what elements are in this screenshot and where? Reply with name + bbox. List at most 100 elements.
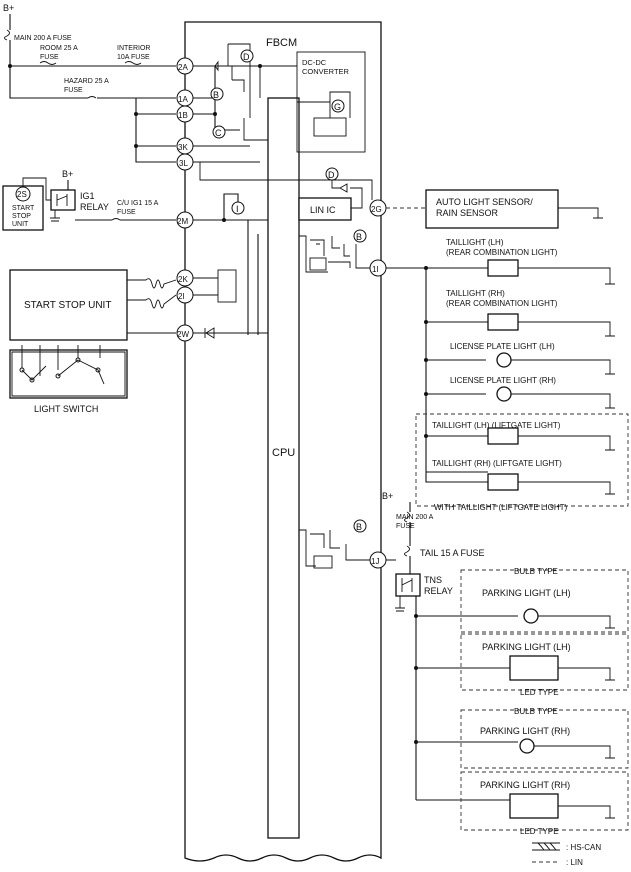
connector-2m: 2M: [176, 211, 194, 229]
interior-fuse-label-1: INTERIOR: [117, 45, 150, 52]
taillight-lh-led: [487, 259, 519, 277]
parking-lh-led-label: PARKING LIGHT (LH): [482, 642, 571, 652]
parking-rh-bulb: [519, 738, 535, 754]
svg-text:2I: 2I: [178, 292, 185, 301]
parking-rh-led-group: [460, 771, 629, 831]
main-200-b-label-2: FUSE: [396, 523, 415, 530]
b-plus-top: B+: [3, 3, 14, 13]
ig1-relay: [50, 189, 76, 211]
license-lh-label: LICENSE PLATE LIGHT (LH): [450, 342, 555, 351]
taillight-liftgate-rh-label: TAILLIGHT (RH) (LIFTGATE LIGHT): [432, 459, 562, 468]
b-plus-ig1: B+: [62, 169, 73, 179]
interior-fuse-label-2: 10A FUSE: [117, 54, 150, 61]
auto-light-sensor-label-1: AUTO LIGHT SENSOR/: [436, 197, 533, 207]
svg-text:B: B: [356, 522, 362, 532]
taillight-rh-label-2: (REAR COMBINATION LIGHT): [446, 299, 558, 308]
hazard-fuse-label-1: HAZARD 25 A: [64, 78, 109, 85]
svg-text:1B: 1B: [178, 111, 188, 120]
taillight-rh-label-1: TAILLIGHT (RH): [446, 289, 505, 298]
tns-relay-label-2: RELAY: [424, 586, 453, 596]
connector-2s: 2S: [17, 190, 27, 199]
taillight-liftgate-lh-label: TAILLIGHT (LH) (LIFTGATE LIGHT): [432, 421, 561, 430]
parking-lh-bulb: [523, 608, 539, 624]
tail-fuse-label: TAIL 15 A FUSE: [420, 548, 485, 558]
taillight-lh-label-1: TAILLIGHT (LH): [446, 238, 504, 247]
svg-text:1J: 1J: [371, 557, 379, 566]
lin-ic-label: LIN IC: [310, 205, 336, 215]
light-switch-label: LIGHT SWITCH: [34, 404, 98, 414]
taillight-liftgate-rh-led: [487, 473, 519, 491]
taillight-rh-led: [487, 313, 519, 331]
connector-1a: 1A: [176, 89, 194, 107]
parking-rh-bulb-group: [460, 709, 629, 769]
parking-rh-bulb-label: PARKING LIGHT (RH): [480, 726, 570, 736]
marker-c-top: C: [212, 125, 226, 139]
auto-light-sensor-label-2: RAIN SENSOR: [436, 208, 499, 218]
connector-2k: 2K: [176, 269, 194, 287]
svg-text:2G: 2G: [371, 205, 382, 214]
svg-text:B: B: [213, 90, 219, 100]
marker-g-label: G: [334, 102, 341, 112]
marker-g: [331, 99, 345, 113]
svg-text:D: D: [328, 170, 335, 180]
connector-1b: 1B: [176, 105, 194, 123]
parking-lh-bulb-label: PARKING LIGHT (LH): [482, 588, 571, 598]
start-stop-small-3: UNIT: [12, 221, 29, 228]
marker-i: I: [231, 201, 245, 215]
connector-2i: 2I: [176, 286, 194, 304]
start-stop-small-1: START: [12, 205, 35, 212]
svg-text:2A: 2A: [178, 63, 188, 72]
legend-lin-label: : LIN: [566, 858, 583, 867]
svg-text:1A: 1A: [178, 95, 188, 104]
main-200-fuse-label: MAIN 200 A FUSE: [14, 35, 72, 42]
svg-text:3K: 3K: [178, 143, 188, 152]
hazard-fuse-label-2: FUSE: [64, 87, 83, 94]
taillight-liftgate-lh-led: [487, 427, 519, 445]
parking-rh-bulb-type-label: BULB TYPE: [514, 707, 558, 716]
marker-b-tail: B: [353, 229, 367, 243]
tns-relay: [395, 573, 421, 597]
marker-d-lin: D: [325, 167, 339, 181]
connector-2w: 2W: [176, 324, 194, 342]
parking-rh-led-type-label: LED TYPE: [520, 827, 559, 836]
connector-3k: 3K: [176, 137, 194, 155]
parking-lh-led: [509, 655, 559, 681]
svg-text:C: C: [215, 128, 222, 138]
svg-text:3L: 3L: [179, 159, 188, 168]
b-plus-tns: B+: [382, 491, 393, 501]
parking-lh-led-type-label: LED TYPE: [520, 688, 559, 697]
marker-d-top: D: [240, 49, 254, 63]
license-lh-bulb: [496, 352, 512, 368]
connector-3l: 3L: [176, 153, 194, 171]
svg-text:2K: 2K: [178, 275, 188, 284]
cu-ig1-fuse-label-2: FUSE: [117, 209, 136, 216]
ig1-relay-label-2: RELAY: [80, 202, 109, 212]
legend-hs-can-label: : HS-CAN: [566, 843, 601, 852]
fbcm-title: FBCM: [266, 37, 297, 49]
parking-lh-bulb-group: [460, 569, 629, 633]
svg-text:I: I: [236, 204, 239, 214]
lin-ic: [298, 197, 352, 221]
legend-hs-can-symbol: [532, 842, 560, 851]
svg-text:D: D: [243, 52, 250, 62]
taillight-lh-label-2: (REAR COMBINATION LIGHT): [446, 248, 558, 257]
tns-relay-label-1: TNS: [424, 575, 442, 585]
license-rh-label: LICENSE PLATE LIGHT (RH): [450, 376, 556, 385]
dcdc-label-2: CONVERTER: [302, 67, 350, 76]
marker-b-tns: B: [353, 519, 367, 533]
with-taillight-liftgate-group: [415, 413, 629, 507]
parking-rh-led-label: PARKING LIGHT (RH): [480, 780, 570, 790]
license-rh-bulb: [496, 386, 512, 402]
svg-text:2W: 2W: [177, 330, 189, 339]
connector-1j: 1J: [369, 551, 387, 569]
main-200-b-label-1: MAIN 200 A: [396, 514, 434, 521]
parking-lh-bulb-type-label: BULB TYPE: [514, 567, 558, 576]
marker-b-top: B: [210, 87, 224, 101]
room-fuse-label-2: FUSE: [40, 54, 59, 61]
connector-2a: 2A: [176, 57, 194, 75]
start-stop-small-2: STOP: [12, 213, 31, 220]
start-stop-unit: [9, 269, 128, 341]
cpu-label: CPU: [272, 447, 295, 459]
connector-1i: 1I: [369, 259, 387, 277]
